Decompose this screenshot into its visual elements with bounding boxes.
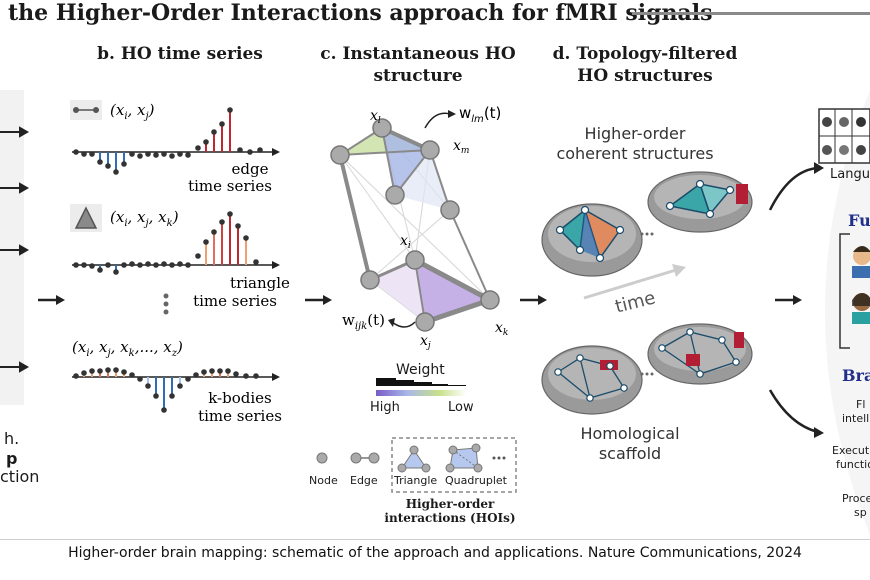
panel-d-title-1: d. Topology-filtered [552,44,738,64]
edge-time-series [72,107,280,175]
coherent-label-1: Higher-order [584,124,686,143]
caption-divider [0,539,870,540]
edge-label-1: edge [232,160,269,178]
svg-text:xm: xm [453,138,469,156]
sp-label: sp [854,506,867,519]
panel-a-text-2: p [6,449,18,468]
svg-text:xk: xk [495,320,508,338]
time-arrow [583,264,686,300]
panel-b-graphic: (xi, xj) edge time series (xi, xj, xk) [70,100,290,425]
fl-label: Fl [856,398,866,411]
fu-label: Fu [848,211,870,230]
panel-c-network: xl xm xi xj xk wlm(t) wijk(t) [330,104,508,350]
people-icon [839,233,870,349]
svg-text:wlm(t): wlm(t) [459,104,501,125]
brain-maps-bottom [541,323,753,415]
edge-tuple-text: (xi, xj) [110,101,155,122]
legend-quadruplet-label: Quadruplet [445,474,507,487]
panel-a-text-1: h. [4,429,20,448]
language-label: Langu [830,167,870,182]
panel-d-title-2: HO structures [577,66,713,86]
brain-maps-top [541,171,753,277]
kbody-time-series [72,367,280,413]
svg-text:wijk(t): wijk(t) [342,311,385,332]
arrow-a-to-b [38,295,65,305]
legend-edge-label: Edge [350,474,378,487]
kbody-label-2: time series [198,407,282,425]
edge-glyph-icon [70,100,102,120]
scaffold-label-2: scaffold [598,444,662,463]
figure-caption: Higher-order brain mapping: schematic of… [68,545,802,561]
language-icon [818,108,870,164]
weight-high-label: High [370,400,400,415]
execut-label: Execut [832,444,870,457]
coherent-label-2: coherent structures [556,144,714,163]
triangle-tuple-text: (xi, xj, xk) [110,208,179,229]
component-legend [316,437,517,493]
arrow-b-to-c [305,295,332,305]
triangle-time-series [72,211,280,275]
triangle-glyph-icon [70,204,102,232]
page-title: the Higher-Order Interactions approach f… [8,0,713,26]
bra-label: Bra [842,366,870,385]
panel-c-title-1: c. Instantaneous HO [320,44,516,64]
panel-a-arrows [0,126,30,373]
vertical-ellipsis-icon [163,293,169,315]
triangle-label-2: time series [193,292,277,310]
legend-node-label: Node [309,474,338,487]
scaffold-label-1: Homological [580,424,680,443]
title-divider [632,12,870,15]
svg-text:xl: xl [370,108,381,126]
proc-label: Proce [842,492,870,505]
intell-label: intelli [842,412,870,425]
panel-b-title: b. HO time series [97,44,263,64]
svg-text:xi: xi [400,233,411,251]
weight-label: Weight [396,362,445,378]
panel-c-title-2: structure [373,66,463,86]
edge-label-2: time series [188,177,272,195]
hoi-label-1: Higher-order [405,497,495,511]
triangle-label-1: triangle [230,274,290,292]
arrow-d-to-e [775,295,802,305]
funct-label: functio [836,458,870,471]
kbody-tuple-text: (xi, xj, xk,..., xz) [72,338,183,359]
panel-a-text-3: ction [0,467,40,486]
svg-text:xj: xj [420,333,431,350]
kbody-label-1: k-bodies [208,389,272,407]
weight-low-label: Low [448,400,474,415]
weight-scale [376,378,466,396]
hoi-label-2: interactions (HOIs) [384,511,516,525]
legend-triangle-label: Triangle [394,474,438,487]
arrow-c-to-d [520,295,547,305]
panel-e-background [768,90,870,535]
